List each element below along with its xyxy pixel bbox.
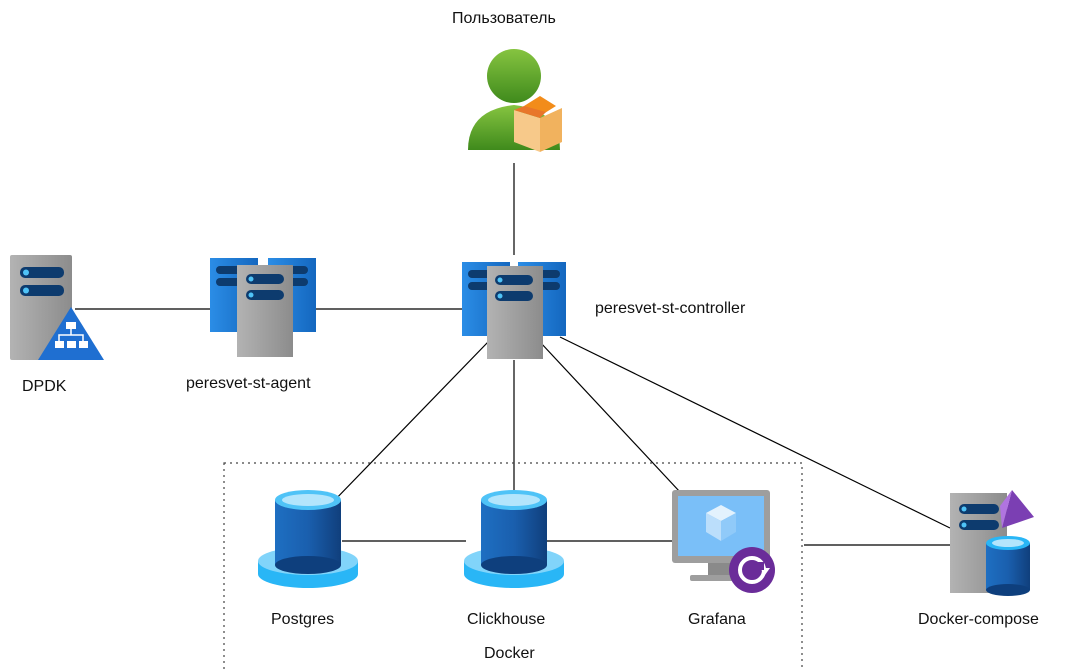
docker-label: Docker [484,645,535,662]
docker-boundary [223,462,803,671]
grafana-label: Grafana [688,611,746,628]
server-database-icon [950,490,1034,596]
link-controller-compose [559,336,951,529]
clickhouse-label: Clickhouse [467,611,546,628]
agent-label: peresvet-st-agent [186,375,311,392]
user-label: Пользователь [452,10,556,27]
database-icon [464,490,564,588]
link-controller-grafana [539,341,681,493]
monitor-app-icon [672,490,775,593]
server-cluster-icon [462,262,566,359]
server-network-icon [10,255,104,360]
dpdk-label: DPDK [22,378,67,395]
compose-label: Docker-compose [918,611,1039,628]
server-cluster-icon [210,258,316,357]
database-icon [258,490,358,588]
postgres-label: Postgres [271,611,335,628]
user-icon [468,49,562,152]
connections [75,163,951,546]
controller-label: peresvet-st-controller [595,300,746,317]
link-controller-postgres [329,341,489,506]
